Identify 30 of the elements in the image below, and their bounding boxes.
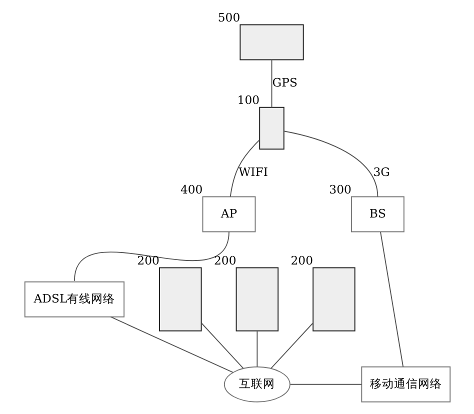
node-box: ADSL有线网络: [24, 281, 124, 318]
node-label: 300: [328, 182, 351, 196]
connector: [270, 59, 272, 108]
edge-label: GPS: [272, 76, 297, 90]
connector: [200, 322, 244, 369]
node-label: 500: [217, 10, 240, 24]
edge-label: WIFI: [238, 164, 268, 179]
connector: [380, 232, 404, 368]
node-label: 200: [290, 253, 313, 268]
node-label: 100: [236, 93, 260, 108]
connector: [270, 322, 313, 369]
node-box: BS: [350, 196, 404, 232]
node-box: [239, 24, 304, 60]
node-ellipse: 互联网: [223, 366, 290, 402]
node-box: [235, 267, 278, 332]
node-box: AP: [202, 196, 256, 232]
connector: [110, 316, 233, 373]
connector: [229, 140, 260, 198]
node-box: [158, 267, 202, 332]
connector: [256, 330, 258, 368]
edge-label: 3G: [372, 164, 390, 179]
node-box: 移动通信网络: [360, 366, 450, 402]
node-box: [258, 106, 284, 150]
node-label: 200: [136, 253, 159, 268]
connector: [282, 130, 378, 198]
node-box: [312, 267, 355, 332]
node-label: 200: [213, 253, 236, 268]
node-label: 400: [180, 182, 202, 196]
connector: [73, 231, 229, 282]
connector: [289, 384, 362, 385]
